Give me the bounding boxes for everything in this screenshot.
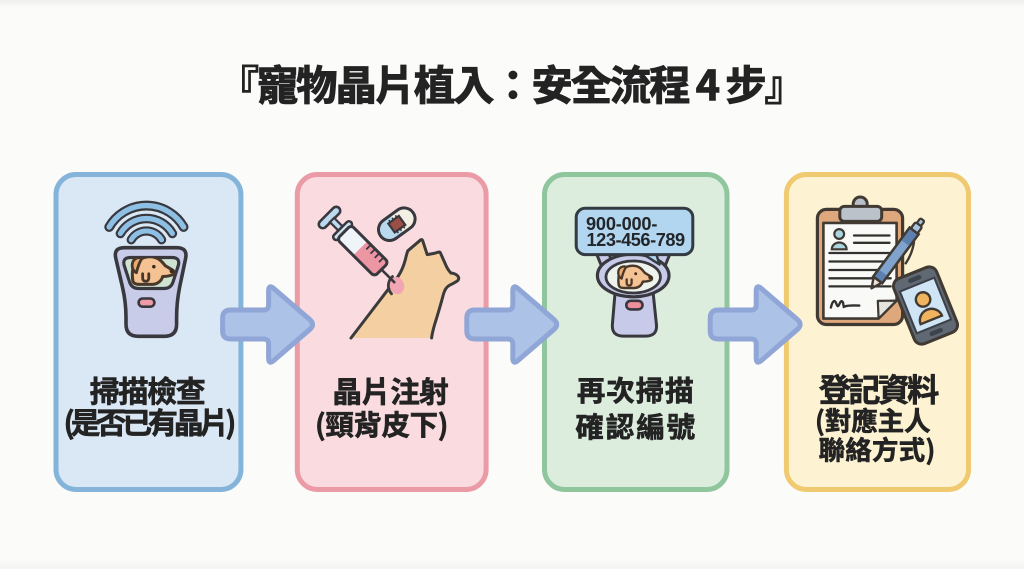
svg-text:123-456-789: 123-456-789 xyxy=(587,230,686,250)
svg-text:900-000-: 900-000- xyxy=(586,214,657,234)
